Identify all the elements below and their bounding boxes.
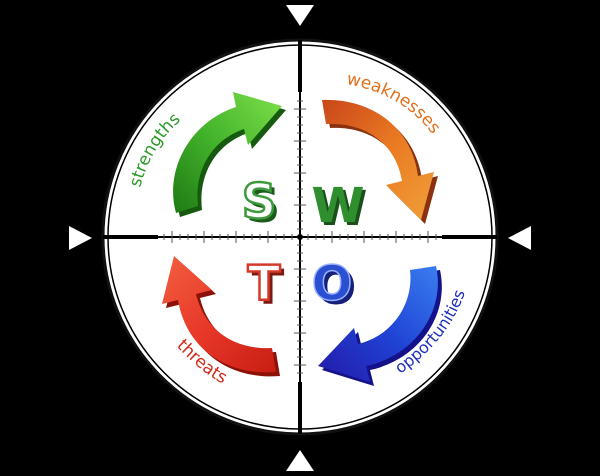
strengths-arrow: [173, 92, 286, 217]
letter-s: S: [242, 174, 277, 230]
letter-o: O: [312, 256, 353, 312]
marker-right-triangle: [508, 226, 531, 250]
marker-left-triangle: [69, 226, 92, 250]
letter-s-shadow: S: [246, 178, 281, 234]
letter-o-shadow: O: [316, 260, 357, 316]
crosshair-center-dot: [297, 234, 303, 240]
marker-top-triangle: [286, 5, 314, 26]
threats-arrow: [162, 256, 280, 377]
letter-t-shadow: T: [252, 260, 285, 316]
weaknesses-arrow: [322, 99, 438, 224]
opportunities-arrow: [318, 266, 442, 386]
letter-w: W: [312, 178, 365, 234]
letter-w-shadow: W: [315, 181, 368, 237]
letter-t: T: [248, 256, 281, 312]
crosshair-ticks: [163, 100, 437, 374]
marker-bottom-triangle: [286, 450, 314, 471]
